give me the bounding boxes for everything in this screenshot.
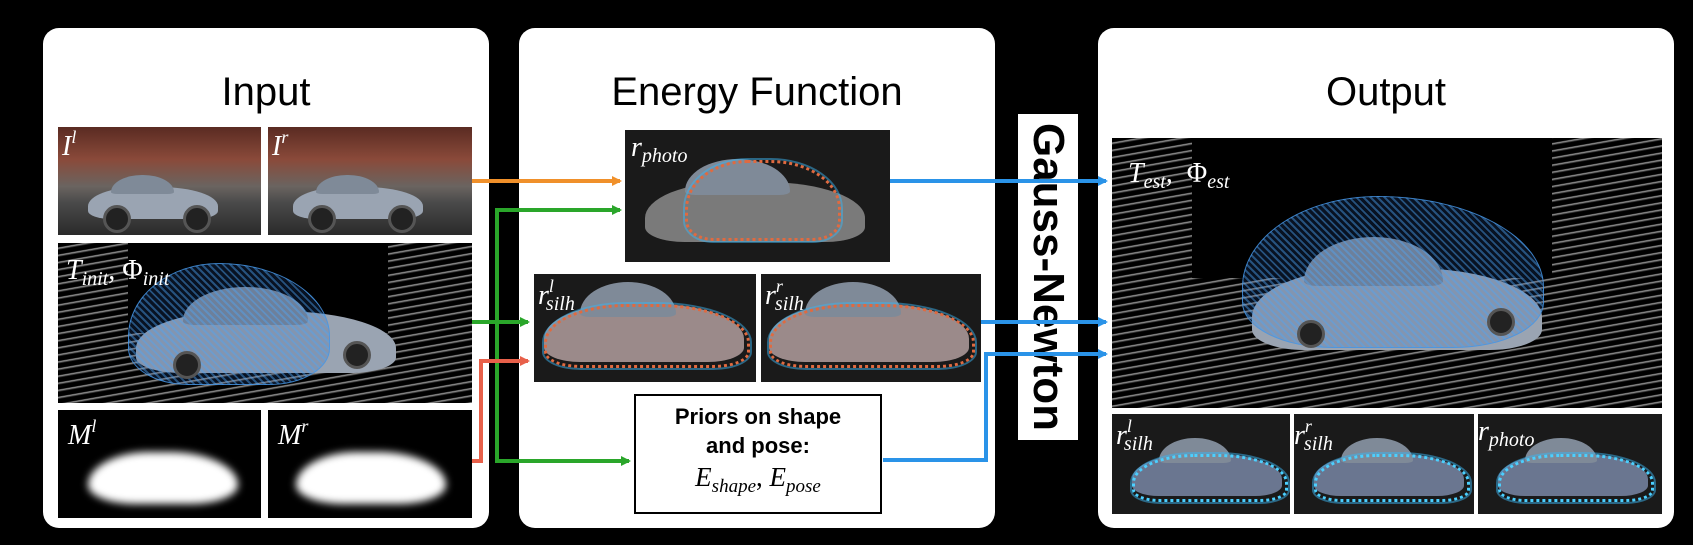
arrow-mask-to-silh — [472, 356, 530, 463]
priors-heading: Priors on shape and pose: — [674, 404, 842, 458]
label-input-right: Ir — [272, 127, 289, 162]
silhouette-residual-left-image: rlsilh — [534, 274, 756, 382]
label-out-r-silh-right: rrsilh — [1294, 416, 1333, 455]
mask-image-right: Mr — [268, 410, 472, 518]
init-pose-image: Tinit, Φinit — [58, 243, 472, 403]
arrow-init-to-priors — [495, 322, 631, 466]
arrow-init-to-photo — [472, 205, 622, 324]
label-r-silh-left: rlsilh — [538, 276, 575, 315]
label-init-pose: Tinit, Φinit — [66, 255, 170, 290]
priors-formula: Eshape, Epose — [695, 462, 821, 497]
label-mask-right: Mr — [278, 416, 309, 451]
gauss-newton-box — [1018, 114, 1078, 440]
label-r-photo: rphoto — [631, 132, 688, 167]
output-silhouette-left-image: rlsilh — [1112, 414, 1290, 514]
label-out-r-photo: rphoto — [1478, 416, 1535, 451]
label-r-silh-right: rrsilh — [765, 276, 804, 315]
label-input-left: Il — [62, 127, 77, 162]
output-photometric-image: rphoto — [1478, 414, 1662, 514]
photometric-residual-image: rphoto — [625, 130, 890, 262]
energy-function-title: Energy Function — [611, 70, 903, 114]
silhouette-residual-right-image: rrsilh — [761, 274, 981, 382]
input-title: Input — [221, 70, 311, 114]
input-image-right: Ir — [268, 127, 472, 235]
label-output-estimate: Test, Φest — [1128, 158, 1230, 193]
input-image-left: Il — [58, 127, 261, 235]
label-out-r-silh-left: rlsilh — [1116, 416, 1153, 455]
output-silhouette-right-image: rrsilh — [1294, 414, 1474, 514]
mask-image-left: Ml — [58, 410, 261, 518]
output-title: Output — [1325, 70, 1447, 114]
priors-box: Priors on shape and pose: Eshape, Epose — [634, 394, 882, 514]
output-estimate-image: Test, Φest — [1112, 138, 1662, 408]
label-mask-left: Ml — [68, 416, 97, 451]
arrow-priors-to-output — [883, 349, 1108, 462]
